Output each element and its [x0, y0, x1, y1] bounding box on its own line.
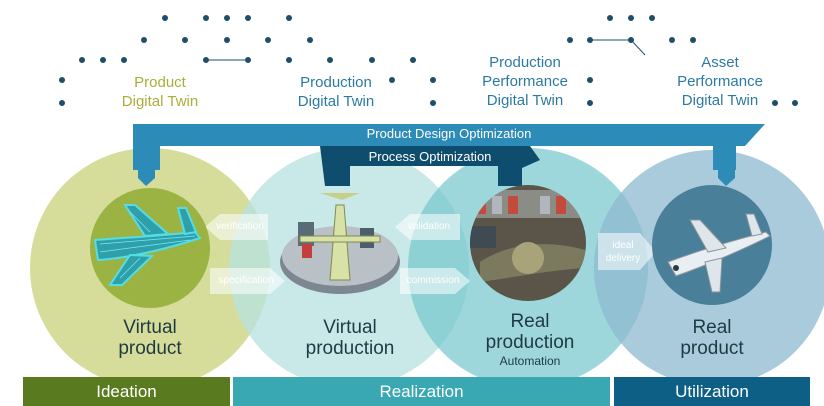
specification-arrow	[210, 268, 285, 294]
realization-phase-bar: Realization	[233, 377, 610, 406]
business-jet-icon	[652, 185, 772, 305]
specification-label: specification	[218, 275, 274, 286]
utilization-phase-bar: Utilization	[614, 377, 810, 406]
wireframe-airplane-icon	[90, 188, 210, 308]
automation-subtitle: Automation	[499, 353, 561, 368]
product-design-optimization-label: Product Design Optimization	[366, 126, 532, 141]
process-optimization-band	[320, 146, 540, 186]
validation-arrow	[395, 214, 460, 240]
design-optimization-band	[133, 124, 765, 170]
design-band-left-pointer	[138, 170, 155, 186]
verification-label: verification	[216, 221, 264, 232]
commission-arrow	[400, 268, 470, 294]
verification-arrow	[205, 214, 268, 240]
process-optimization-label: Process Optimization	[368, 149, 492, 164]
ideal-delivery-arrow	[598, 233, 656, 270]
design-band-right-pointer	[718, 170, 735, 186]
validation-label: validation	[407, 221, 451, 232]
commission-label: commission	[406, 275, 460, 286]
assembly-airplane-icon	[280, 193, 400, 294]
ideation-phase-bar: Ideation	[23, 377, 230, 406]
